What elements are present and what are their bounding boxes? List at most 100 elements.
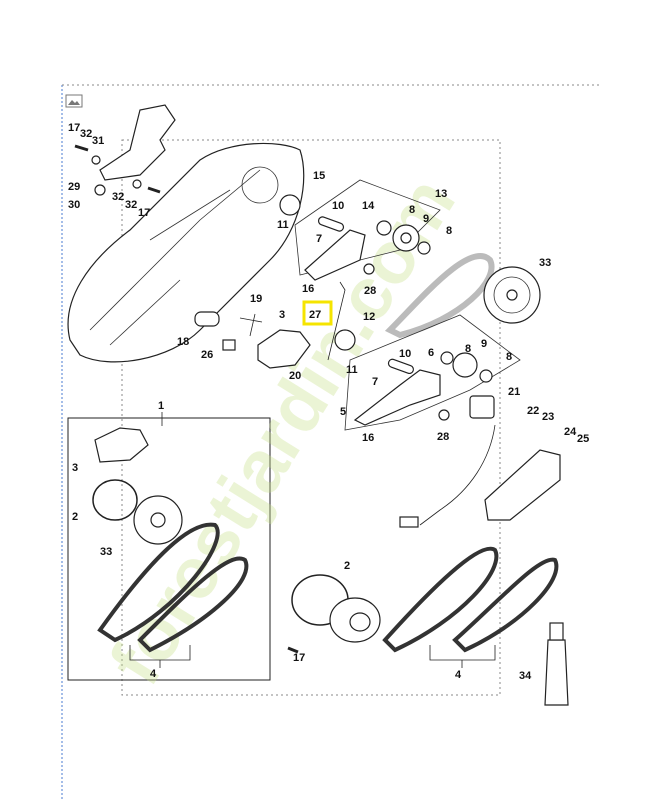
connector: [399, 516, 419, 528]
callout-label[interactable]: 25: [577, 433, 589, 445]
callout-label[interactable]: 8: [409, 204, 415, 216]
callout-label[interactable]: 10: [399, 348, 411, 360]
bearing-8: [479, 369, 493, 383]
pulley-33-web: [493, 276, 531, 314]
callout-label[interactable]: 31: [92, 135, 104, 147]
tube-cap: [549, 622, 564, 641]
callout-label[interactable]: 11: [277, 219, 289, 231]
callout-label[interactable]: 10: [332, 200, 344, 212]
callout-label[interactable]: 23: [542, 411, 554, 423]
callout-label-highlighted[interactable]: 27: [309, 309, 321, 321]
callout-label[interactable]: 8: [506, 351, 512, 363]
screw-17: [147, 186, 161, 194]
callout-label[interactable]: 26: [201, 349, 213, 361]
callout-label[interactable]: 7: [372, 376, 378, 388]
drive-belt: [384, 253, 495, 339]
callout-label[interactable]: 33: [539, 257, 551, 269]
belt-4: [452, 557, 559, 653]
bracket: [99, 104, 176, 181]
tensioner-arm: [304, 229, 366, 281]
nut-28: [438, 409, 450, 421]
callout-label[interactable]: 8: [446, 225, 452, 237]
pin-7: [387, 358, 414, 375]
callout-label[interactable]: 8: [465, 343, 471, 355]
bracket-4: [429, 645, 496, 668]
spring-12: [334, 329, 356, 351]
bushing: [91, 155, 101, 165]
brake-assembly: [94, 427, 149, 463]
callout-label[interactable]: 34: [519, 670, 532, 682]
housing-ribs: [89, 169, 261, 346]
sensor-cable: [419, 424, 496, 526]
belt-4: [137, 556, 249, 653]
callout-label[interactable]: 21: [508, 386, 520, 398]
belt-4: [382, 546, 499, 653]
callout-label[interactable]: 32: [125, 199, 137, 211]
callout-label[interactable]: 30: [68, 199, 80, 211]
tensioner-arm-lower: [353, 369, 441, 426]
callout-label[interactable]: 6: [428, 347, 434, 359]
callout-label[interactable]: 3: [279, 309, 285, 321]
pulley-33-hub: [506, 289, 518, 301]
spring-27: [327, 281, 346, 361]
callout-label[interactable]: 15: [313, 170, 325, 182]
callout-label[interactable]: 32: [80, 128, 92, 140]
brake-band-2: [92, 479, 138, 521]
image-icon[interactable]: [65, 94, 83, 108]
callout-label[interactable]: 11: [346, 364, 358, 376]
pin-7: [317, 216, 345, 232]
callout-label[interactable]: 9: [481, 338, 487, 350]
bracket-4: [129, 645, 191, 668]
lever-19: [239, 313, 263, 337]
callout-label[interactable]: 28: [364, 285, 376, 297]
callout-label[interactable]: 16: [362, 432, 374, 444]
pulley-hub: [400, 232, 412, 244]
housing-bore: [241, 166, 279, 204]
bracket-24: [484, 449, 561, 521]
callout-label[interactable]: 17: [68, 122, 80, 134]
callout-label[interactable]: 5: [340, 406, 346, 418]
callout-label[interactable]: 2: [72, 511, 78, 523]
callout-label[interactable]: 2: [344, 560, 350, 572]
callout-label[interactable]: 4: [455, 669, 462, 681]
callout-label[interactable]: 33: [100, 546, 112, 558]
callout-label[interactable]: 4: [150, 668, 157, 680]
callout-label[interactable]: 12: [363, 311, 375, 323]
callout-label[interactable]: 19: [250, 293, 262, 305]
bearing-8: [417, 241, 431, 255]
brake-assembly: [257, 329, 311, 369]
callout-label[interactable]: 1: [158, 400, 164, 412]
callout-label[interactable]: 24: [564, 426, 577, 438]
part-26: [222, 339, 236, 351]
belt-4: [97, 522, 220, 643]
callout-label[interactable]: 32: [112, 191, 124, 203]
callout-label[interactable]: 20: [289, 370, 301, 382]
bushing: [132, 179, 142, 189]
callout-label[interactable]: 13: [435, 188, 447, 200]
spring-30: [94, 184, 106, 196]
callout-label[interactable]: 3: [72, 462, 78, 474]
kit-1-box: [67, 417, 271, 681]
screw-17: [287, 646, 299, 654]
callout-label[interactable]: 17: [293, 652, 305, 664]
highlight-box: [302, 300, 333, 326]
callout-label[interactable]: 7: [316, 233, 322, 245]
grease-tube-34: [544, 639, 569, 706]
callout-label[interactable]: 14: [362, 200, 375, 212]
callout-label[interactable]: 16: [302, 283, 314, 295]
callout-label[interactable]: 18: [177, 336, 189, 348]
nut-28: [363, 263, 375, 275]
brake-drum-hub: [349, 612, 371, 632]
inner-frame: [121, 139, 501, 696]
crankcase-housing: [67, 142, 305, 363]
callout-label[interactable]: 22: [527, 405, 539, 417]
callout-label[interactable]: 17: [138, 207, 150, 219]
sensor-21: [469, 395, 495, 419]
pulley-hub: [150, 512, 166, 528]
callout-label[interactable]: 9: [423, 213, 429, 225]
callout-label[interactable]: 28: [437, 431, 449, 443]
kit-5-outline: [344, 314, 521, 431]
callout-label[interactable]: 29: [68, 181, 80, 193]
